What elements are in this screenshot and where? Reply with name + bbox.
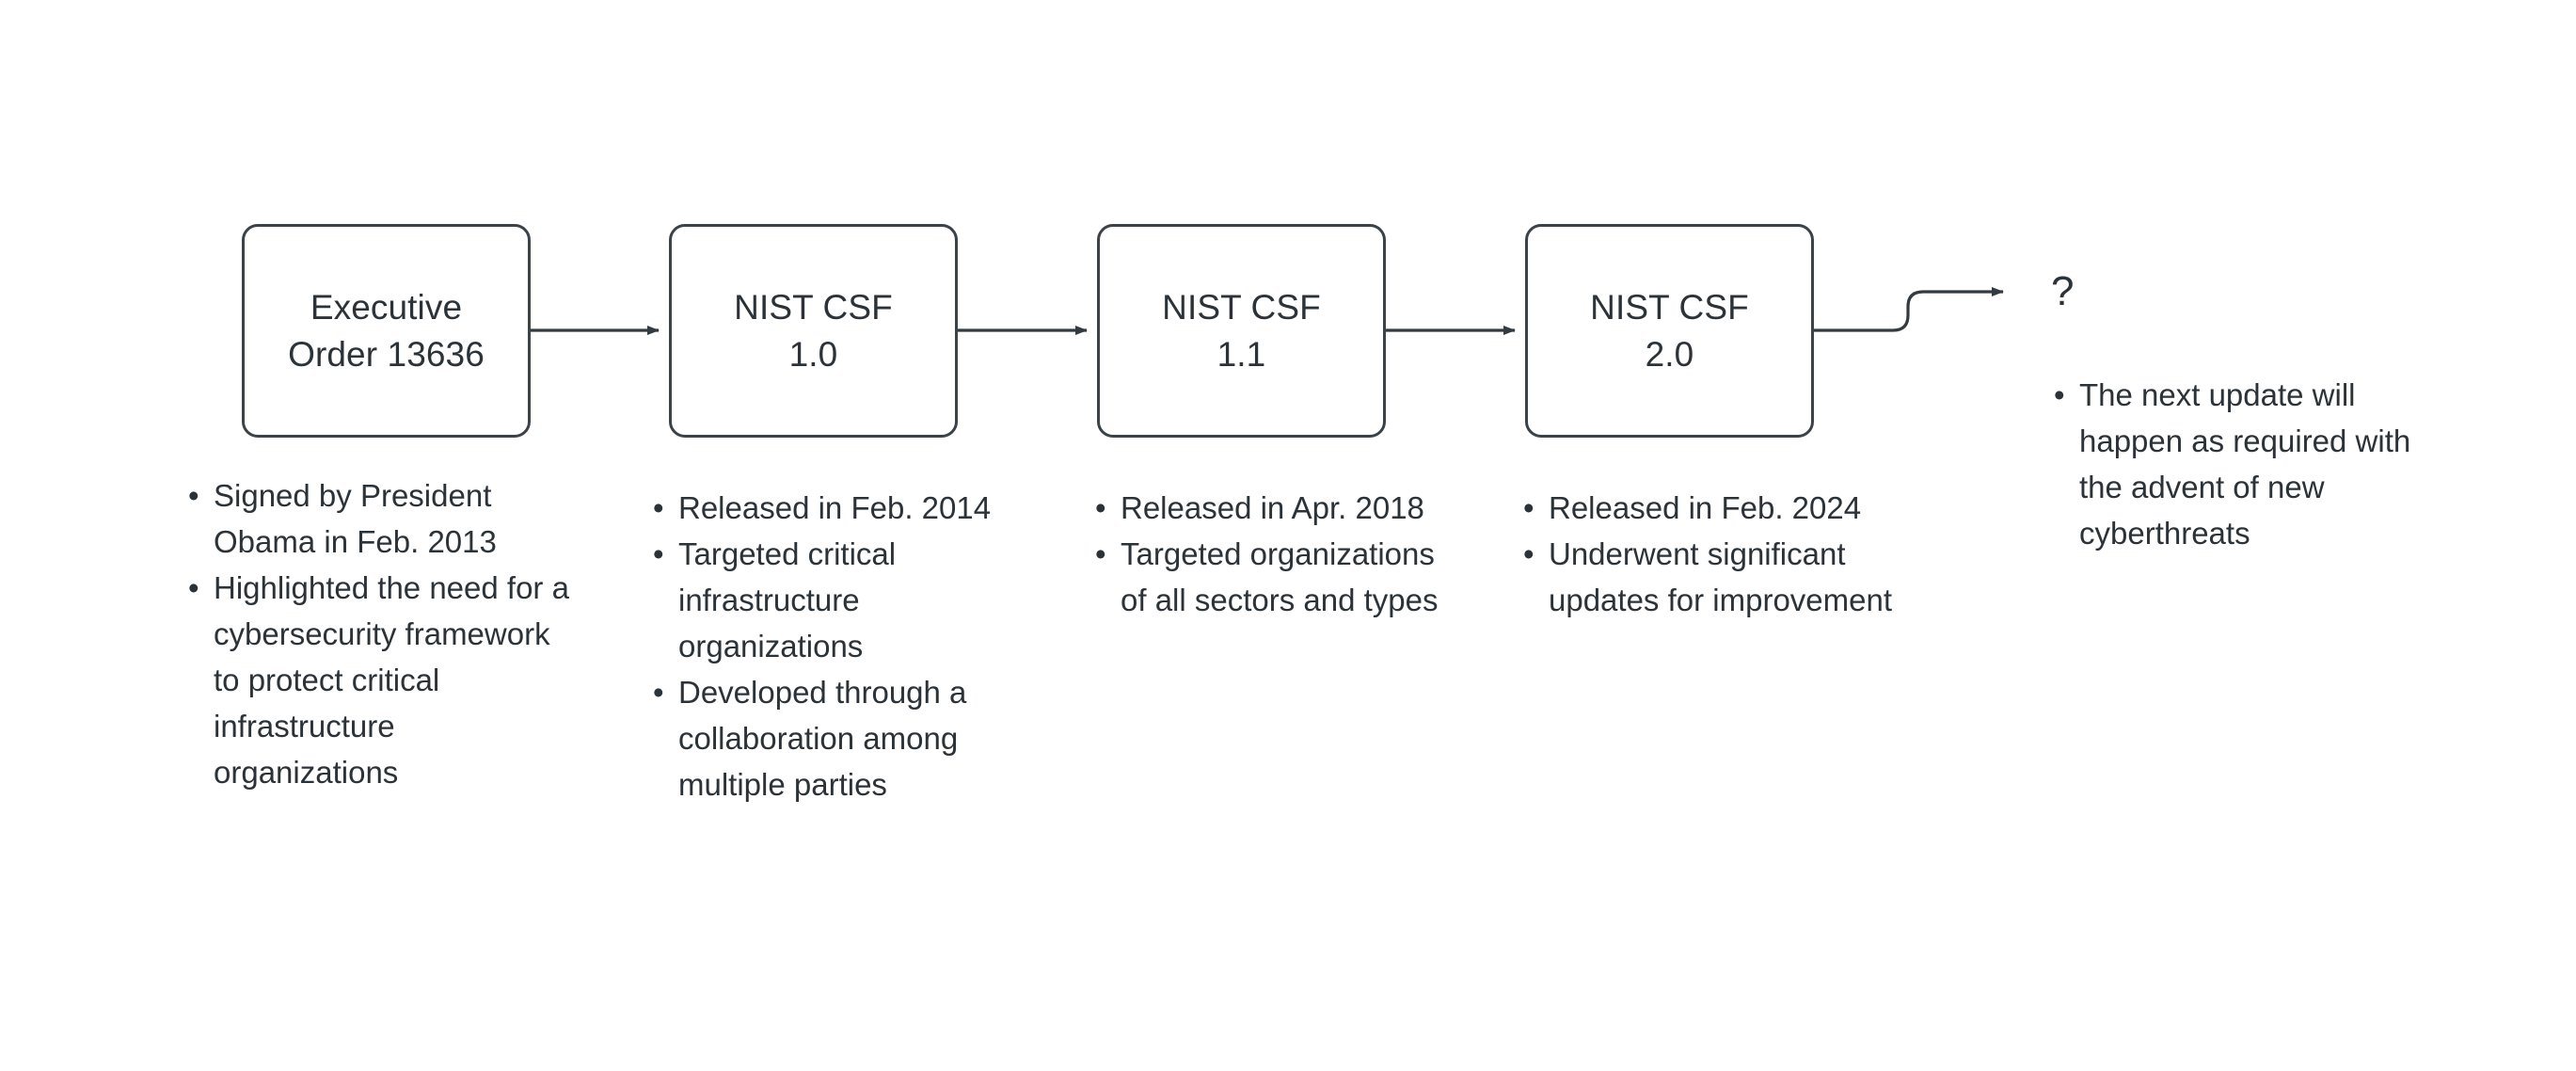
node-label: NIST CSF 2.0 xyxy=(1590,287,1749,374)
list-item: Released in Apr. 2018 xyxy=(1092,485,1440,531)
bullet-list-nist-csf-1-1: Released in Apr. 2018 Targeted organizat… xyxy=(1092,485,1440,623)
list-item: Released in Feb. 2024 xyxy=(1520,485,1925,531)
list-item: Targeted critical infrastructure organiz… xyxy=(650,531,1038,669)
list-item: Signed by President Obama in Feb. 2013 xyxy=(185,472,580,565)
question-mark-icon: ? xyxy=(2051,268,2075,314)
node-label: NIST CSF 1.1 xyxy=(1162,287,1321,374)
bullet-list-nist-csf-2-0: Released in Feb. 2024 Underwent signific… xyxy=(1520,485,1925,623)
list-item: Highlighted the need for a cybersecurity… xyxy=(185,565,580,795)
node-label: Executive Order 13636 xyxy=(288,287,485,374)
node-nist-csf-1-1[interactable]: NIST CSF 1.1 xyxy=(1097,224,1386,438)
list-item: Developed through a collaboration among … xyxy=(650,669,1038,807)
arrow-csf20-to-future xyxy=(1811,287,2004,332)
node-nist-csf-1-0[interactable]: NIST CSF 1.0 xyxy=(669,224,958,438)
bullet-list-executive-order-13636: Signed by President Obama in Feb. 2013 H… xyxy=(185,472,580,795)
list-item: Underwent significant updates for improv… xyxy=(1520,531,1925,623)
bullet-list-future: The next update will happen as required … xyxy=(2051,372,2427,556)
node-nist-csf-2-0[interactable]: NIST CSF 2.0 xyxy=(1525,224,1814,438)
list-item: Released in Feb. 2014 xyxy=(650,485,1038,531)
list-item: Targeted organizations of all sectors an… xyxy=(1092,531,1440,623)
list-item: The next update will happen as required … xyxy=(2051,372,2427,556)
node-executive-order-13636[interactable]: Executive Order 13636 xyxy=(242,224,531,438)
node-label: NIST CSF 1.0 xyxy=(734,287,893,374)
bullet-list-nist-csf-1-0: Released in Feb. 2014 Targeted critical … xyxy=(650,485,1038,807)
